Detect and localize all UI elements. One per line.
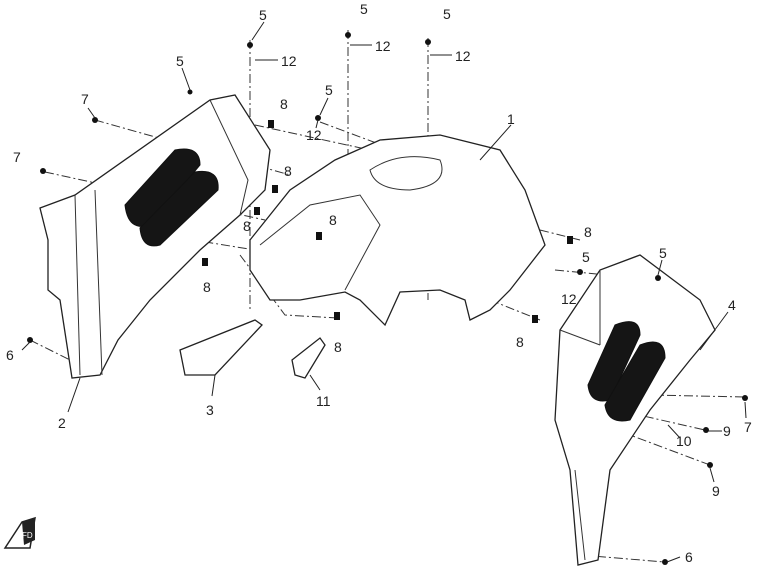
- callout-label: 5: [176, 53, 184, 69]
- callout-label: 7: [13, 149, 21, 165]
- front-fender: [249, 134, 546, 327]
- callouts: 5 12 5 12 5 12 5 7 5 12 8 8 7 1 8 8 8 8 …: [6, 1, 752, 565]
- callout-label: 9: [712, 483, 720, 499]
- callout-label: 4: [728, 297, 736, 313]
- callout-label: 5: [582, 249, 590, 265]
- callout-label: 12: [281, 53, 297, 69]
- callout-label: 8: [243, 218, 251, 234]
- callout-label: 11: [316, 393, 331, 409]
- callout-label: 12: [561, 291, 577, 307]
- callout-label: 8: [516, 334, 524, 350]
- callout-label: 8: [203, 279, 211, 295]
- callout-label: 5: [259, 7, 267, 23]
- callout-label: 12: [455, 48, 471, 64]
- callout-label: 8: [584, 224, 592, 240]
- callout-label: 12: [306, 127, 322, 143]
- leader-lines: [21, 21, 747, 563]
- callout-label: 3: [206, 402, 214, 418]
- callout-label: 5: [443, 6, 451, 22]
- left-pad: [179, 319, 263, 376]
- callout-label: 9: [723, 423, 731, 439]
- callout-label: 6: [685, 549, 693, 565]
- forward-direction-icon: FD: [3, 516, 36, 549]
- callout-label: 7: [744, 419, 752, 435]
- left-side-cover: [39, 94, 271, 379]
- callout-label: 5: [325, 82, 333, 98]
- callout-label: 8: [334, 339, 342, 355]
- callout-label: 6: [6, 347, 14, 363]
- callout-label: 2: [58, 415, 66, 431]
- small-pad: [291, 337, 326, 379]
- callout-label: 8: [329, 212, 337, 228]
- callout-label: 5: [360, 1, 368, 17]
- callout-label: 8: [280, 96, 288, 112]
- direction-badge-text: FD: [22, 531, 33, 540]
- callout-label: 7: [81, 91, 89, 107]
- callout-label: 12: [375, 38, 391, 54]
- right-side-cover: [554, 254, 716, 566]
- callout-label: 10: [676, 433, 692, 449]
- callout-label: 5: [659, 245, 667, 261]
- callout-label: 8: [284, 163, 292, 179]
- fasteners: [27, 32, 748, 565]
- callout-label: 1: [507, 111, 515, 127]
